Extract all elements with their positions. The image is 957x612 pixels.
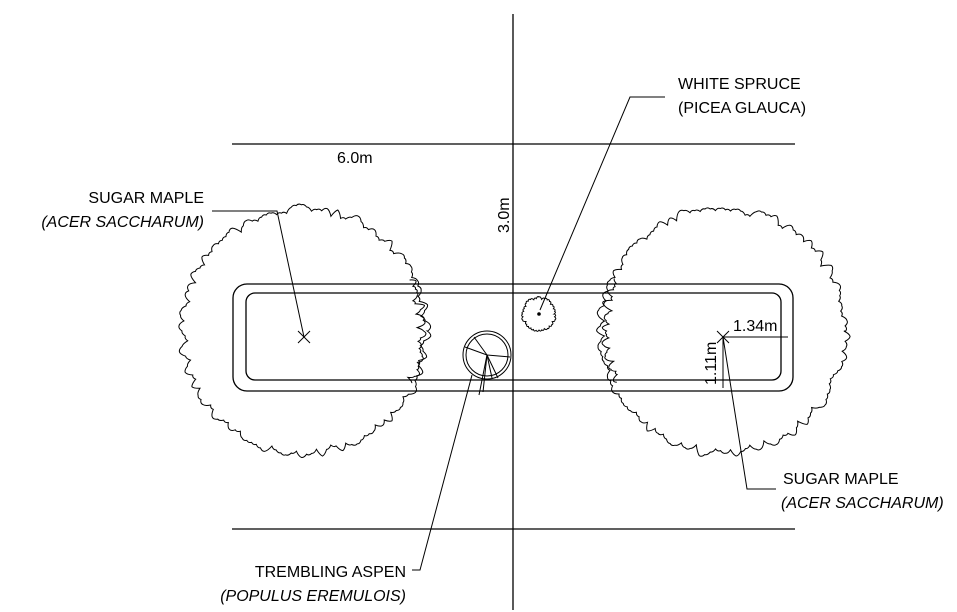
trembling-aspen-common-name: TREMBLING ASPEN bbox=[255, 564, 406, 581]
sugar-maple-right-common-name: SUGAR MAPLE bbox=[783, 471, 899, 488]
sugar-maple-right-canopy-edge bbox=[601, 278, 619, 383]
trembling-aspen-leader bbox=[412, 374, 473, 571]
height-dimension-label: 3.0m bbox=[496, 197, 513, 233]
sugar-maple-right-latin-name: (ACER SACCHARUM) bbox=[781, 495, 944, 512]
sugar-maple-left-leader bbox=[212, 210, 305, 338]
sugar-maple-right-leader bbox=[722, 336, 776, 490]
offset-y-dimension-label: 1.11m bbox=[703, 342, 720, 385]
planting-bed-outer bbox=[232, 283, 794, 392]
sugar-maple-left-latin-name: (ACER SACCHARUM) bbox=[41, 214, 204, 231]
white-spruce-center-dot bbox=[537, 312, 541, 316]
trembling-aspen-symbol bbox=[462, 330, 512, 396]
sugar-maple-right-canopy bbox=[596, 207, 851, 457]
white-spruce-latin-name: (PICEA GLAUCA) bbox=[678, 100, 806, 117]
offset-x-dimension-label: 1.34m bbox=[733, 318, 777, 335]
sugar-maple-left-canopy-edge bbox=[406, 279, 427, 384]
sugar-maple-left-canopy bbox=[178, 203, 432, 458]
white-spruce-common-name: WHITE SPRUCE bbox=[678, 76, 801, 93]
sugar-maple-left-common-name: SUGAR MAPLE bbox=[88, 190, 204, 207]
trembling-aspen-latin-name: (POPULUS EREMULOIS) bbox=[220, 588, 406, 605]
width-dimension-label: 6.0m bbox=[337, 150, 373, 167]
white-spruce-leader bbox=[539, 96, 665, 311]
